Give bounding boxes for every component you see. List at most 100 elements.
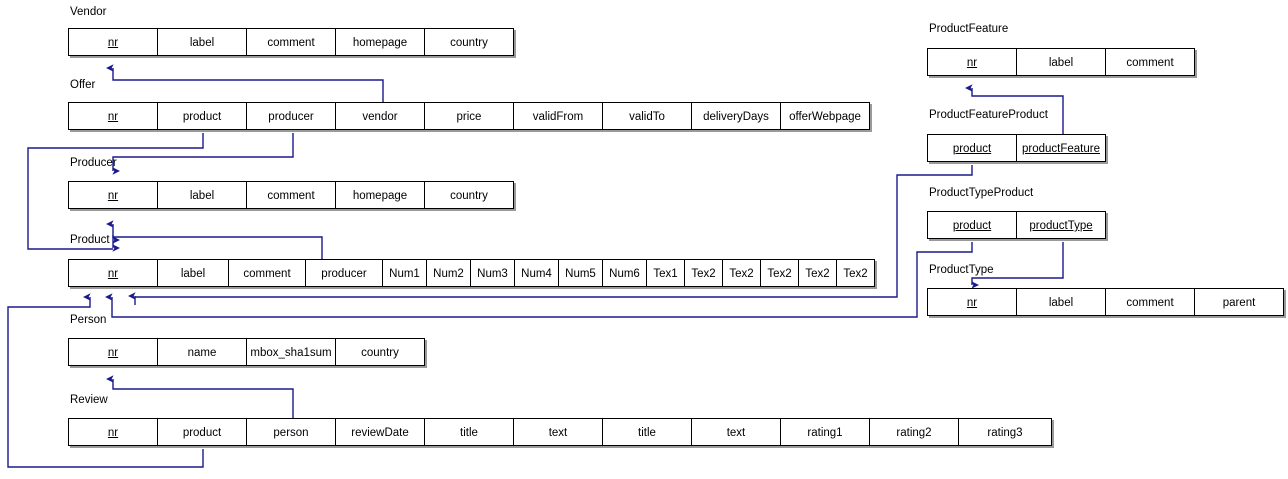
connector-pfp-product-to-product-nr xyxy=(135,165,973,298)
column-cell-homepage: homepage xyxy=(335,181,425,209)
column-label: label xyxy=(1048,57,1074,69)
column-label: homepage xyxy=(352,190,408,202)
column-label: comment xyxy=(1126,297,1174,309)
table-title: ProductFeatureProduct xyxy=(929,109,1048,121)
column-cell-offerwebpage: offerWebpage xyxy=(780,102,870,130)
column-label: Tex1 xyxy=(653,268,678,280)
table-title: ProductTypeProduct xyxy=(929,187,1034,199)
table-title: Person xyxy=(70,314,107,326)
column-cell-nr: nr xyxy=(68,338,158,366)
column-cell-producttype: productType xyxy=(1016,211,1106,239)
column-label: reviewDate xyxy=(351,427,409,439)
column-label: country xyxy=(450,190,488,202)
column-label: nr xyxy=(107,427,119,439)
table-title: ProductType xyxy=(929,264,994,276)
column-label: comment xyxy=(267,190,315,202)
column-label: productType xyxy=(1029,220,1093,232)
column-cell-tex2: Tex2 xyxy=(836,259,875,287)
column-cell-comment: comment xyxy=(246,28,336,56)
column-label: nr xyxy=(107,347,119,359)
column-label: title xyxy=(460,427,478,439)
connector-review-product-to-product-nr xyxy=(7,293,204,468)
table-title: Vendor xyxy=(70,6,107,18)
column-cell-num3: Num3 xyxy=(470,259,515,287)
column-cell-nr: nr xyxy=(927,288,1017,316)
column-label: nr xyxy=(107,268,119,280)
column-cell-rating2: rating2 xyxy=(869,418,959,446)
column-cell-text: text xyxy=(691,418,781,446)
column-label: product xyxy=(952,220,992,232)
column-label: text xyxy=(726,427,746,439)
column-label: Num3 xyxy=(477,268,508,280)
connector-offer-product-to-product-nr xyxy=(27,133,204,250)
column-cell-tex2: Tex2 xyxy=(722,259,761,287)
column-cell-name: name xyxy=(157,338,247,366)
column-cell-product: product xyxy=(157,102,247,130)
column-cell-person: person xyxy=(246,418,336,446)
column-cell-label: label xyxy=(1016,288,1106,316)
column-label: product xyxy=(952,143,992,155)
column-cell-nr: nr xyxy=(68,259,158,287)
column-label: nr xyxy=(107,111,119,123)
column-label: validFrom xyxy=(532,111,584,123)
column-label: country xyxy=(361,347,399,359)
column-label: homepage xyxy=(352,37,408,49)
column-cell-comment: comment xyxy=(228,259,306,287)
table-title: Producer xyxy=(70,157,117,169)
column-cell-homepage: homepage xyxy=(335,28,425,56)
column-label: rating3 xyxy=(987,427,1023,439)
column-label: Num6 xyxy=(609,268,640,280)
column-label: Num1 xyxy=(389,268,420,280)
column-label: nr xyxy=(966,57,978,69)
column-label: validTo xyxy=(629,111,665,123)
column-cell-comment: comment xyxy=(1105,48,1195,76)
column-cell-text: text xyxy=(513,418,603,446)
column-label: person xyxy=(273,427,309,439)
column-label: country xyxy=(450,37,488,49)
column-cell-reviewdate: reviewDate xyxy=(335,418,425,446)
column-cell-country: country xyxy=(335,338,425,366)
table-header-row: nr label comment xyxy=(927,48,1195,76)
column-label: name xyxy=(187,347,217,359)
column-label: product xyxy=(182,111,222,123)
column-cell-producer: producer xyxy=(305,259,383,287)
column-cell-title: title xyxy=(602,418,692,446)
column-cell-price: price xyxy=(424,102,514,130)
column-label: comment xyxy=(1126,57,1174,69)
connector-ptp-type-to-producttype-nr xyxy=(971,242,1064,289)
column-label: label xyxy=(180,268,206,280)
column-cell-vendor: vendor xyxy=(335,102,425,130)
column-label: label xyxy=(189,190,215,202)
column-cell-tex2: Tex2 xyxy=(760,259,799,287)
column-label: rating2 xyxy=(896,427,932,439)
column-cell-validto: validTo xyxy=(602,102,692,130)
column-cell-rating3: rating3 xyxy=(958,418,1052,446)
table-header-row: product productType xyxy=(927,211,1106,239)
column-label: producer xyxy=(321,268,367,280)
connector-offer-producer-to-producer-nr xyxy=(112,133,294,175)
column-cell-rating1: rating1 xyxy=(780,418,870,446)
column-label: deliveryDays xyxy=(703,111,769,123)
connector-product-producer-to-producer-nr xyxy=(106,220,323,262)
column-cell-tex2: Tex2 xyxy=(798,259,837,287)
column-label: rating1 xyxy=(807,427,843,439)
connector-offer-vendor-to-vendor-nr xyxy=(106,64,384,105)
column-label: Tex2 xyxy=(729,268,754,280)
column-cell-nr: nr xyxy=(68,102,158,130)
column-label: Num4 xyxy=(521,268,552,280)
column-label: product xyxy=(182,427,222,439)
column-cell-num5: Num5 xyxy=(558,259,603,287)
column-label: producer xyxy=(268,111,314,123)
